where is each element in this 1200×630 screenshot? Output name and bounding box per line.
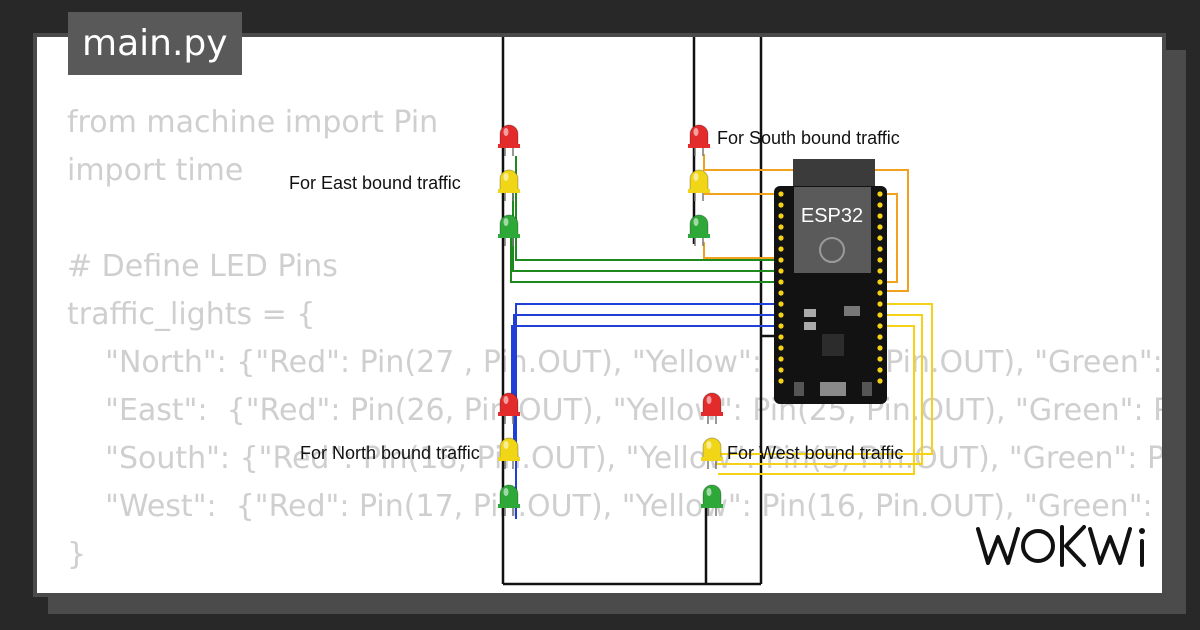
esp32-pin <box>877 213 883 219</box>
esp32-pin <box>778 213 784 219</box>
esp32-pin <box>778 191 784 197</box>
file-tab[interactable]: main.py <box>68 12 242 75</box>
esp32-pin <box>778 334 784 340</box>
led-west-yellow[interactable] <box>701 437 723 469</box>
code-line: "West": {"Red": Pin(17, Pin.OUT), "Yello… <box>105 489 1153 524</box>
esp32-pin <box>877 224 883 230</box>
led-north-red[interactable] <box>498 392 520 424</box>
esp32-pin <box>877 378 883 384</box>
led-south-red[interactable] <box>688 124 710 156</box>
code-line: # Define LED Pins <box>67 249 338 284</box>
esp32-pin <box>778 301 784 307</box>
code-line: "East": {"Red": Pin(26, Pin.OUT), "Yello… <box>105 393 1162 428</box>
esp32-pin <box>877 246 883 252</box>
esp32-pin <box>778 323 784 329</box>
led-north-yellow[interactable] <box>498 437 520 469</box>
esp32-pins <box>778 191 883 384</box>
esp32-pin <box>877 334 883 340</box>
esp32-pin <box>778 290 784 296</box>
label-west: For West bound traffic <box>727 443 904 463</box>
esp32-pin <box>877 191 883 197</box>
esp32-pin <box>877 301 883 307</box>
esp32-pin <box>778 312 784 318</box>
led-south-green[interactable] <box>688 214 710 246</box>
black-wires <box>501 37 779 586</box>
board-label: ESP32 <box>801 205 863 227</box>
esp32-board: ESP32 <box>774 159 887 404</box>
code-line: import time <box>67 153 244 188</box>
code-line: "South": {"Red": Pin(18, Pin.OUT), "Yell… <box>105 441 1165 476</box>
esp32-pin <box>778 224 784 230</box>
led-east-red[interactable] <box>498 124 520 156</box>
esp32-pin <box>778 202 784 208</box>
esp32-pin <box>778 367 784 373</box>
blue-wires <box>511 303 779 519</box>
label-east: For East bound traffic <box>289 173 461 193</box>
esp32-pin <box>778 356 784 362</box>
esp32-pin <box>877 235 883 241</box>
esp32-pin <box>877 312 883 318</box>
esp32-pin <box>877 345 883 351</box>
led-west-green[interactable] <box>701 484 723 516</box>
esp32-pin <box>877 367 883 373</box>
esp32-pin <box>778 378 784 384</box>
esp32-pin <box>877 323 883 329</box>
traffic-leds <box>498 124 723 516</box>
led-south-yellow[interactable] <box>688 169 710 201</box>
label-north: For North bound traffic <box>300 443 480 463</box>
code-line: } <box>67 537 87 572</box>
esp32-pin <box>877 290 883 296</box>
esp32-pin <box>778 268 784 274</box>
esp32-pin <box>877 268 883 274</box>
led-east-yellow[interactable] <box>498 169 520 201</box>
esp32-pin <box>877 257 883 263</box>
led-north-green[interactable] <box>498 484 520 516</box>
esp32-pin <box>877 202 883 208</box>
esp32-pin <box>778 246 784 252</box>
esp32-pin <box>877 279 883 285</box>
esp32-pin <box>877 356 883 362</box>
led-east-green[interactable] <box>498 214 520 246</box>
esp32-pin <box>778 345 784 351</box>
project-preview-card: from machine import Pin import time # Defi… <box>33 33 1166 597</box>
esp32-pin <box>778 257 784 263</box>
esp32-pin <box>778 235 784 241</box>
label-south: For South bound traffic <box>717 128 900 148</box>
code-line: traffic_lights = { <box>67 297 316 332</box>
wokwi-logo <box>976 525 1145 567</box>
yellow-wires <box>711 303 933 475</box>
esp32-pin <box>778 279 784 285</box>
green-wires <box>510 156 779 283</box>
code-preview: from machine import Pin import time # Defi… <box>67 99 1165 579</box>
code-line: from machine import Pin <box>67 105 439 140</box>
circuit-diagram: ESP32 <box>498 37 933 586</box>
led-west-red[interactable] <box>701 392 723 424</box>
